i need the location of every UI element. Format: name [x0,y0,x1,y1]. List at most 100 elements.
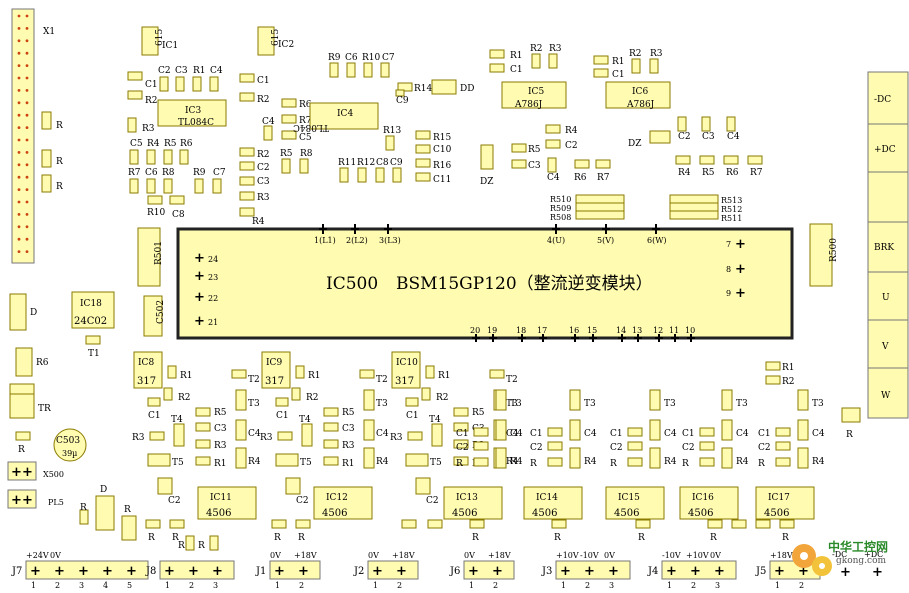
pin-dot [25,39,29,43]
connector-x1: X1 [11,8,55,264]
label-c2: C2 [168,496,181,506]
connector-pin-number: 2 [189,581,194,590]
driver-ic-part: 317 [265,376,284,387]
label-r6: T2 [506,375,518,385]
opto-ic-ref: IC13 [456,493,478,503]
label-r1: C1 [456,429,469,439]
label-c2: C2 [426,496,439,506]
pin-dot [17,237,21,241]
terminal-brk: BRK [874,243,894,253]
connector-voltage-label: +24V [26,551,49,560]
label-r6: R6 [574,173,587,183]
label-r1: C1 [682,429,695,439]
side-terminal-block: -DC +DC BRK U V W [867,71,909,419]
ic500-top-pin: 6(W) [647,236,667,245]
plus-icon: + [30,564,41,579]
label-r: R [56,157,63,167]
label-r2: R2 [257,95,270,105]
label-r4: R4 [147,139,160,149]
label-r2: C2 [610,443,623,453]
pin-dot [25,14,29,18]
ic4-area: C1 R2 C4 R2 C2 C3 R3 R4 R6 R7 C5 R5 R8 I… [239,53,474,227]
left-bottom-misc: D IC18 24C02 T1 R6 TR R C503 39µ + + X50… [7,291,137,541]
plus-icon: + [372,564,383,579]
plus-icon: + [714,564,725,579]
pin-dot [25,138,29,142]
label-c1: C1 [145,80,158,90]
ic500-top-pin: 2(L2) [346,236,368,245]
driver-ic-ref: IC9 [266,358,282,368]
label-r14: R14 [414,84,433,94]
label-c3: C3 [257,177,270,187]
label-c1: C1 [276,411,289,421]
label-r2: C2 [758,443,771,453]
plus-icon: + [22,493,33,508]
label-c8: C8 [376,158,389,168]
label-t2: C4 [664,429,677,439]
connector-pin-number: 4 [103,581,108,590]
ic18-ref: IC18 [80,299,102,309]
connector-voltage-label: 0V [368,551,379,560]
label-r500: R500 [829,238,839,262]
label-r1: C1 [530,429,543,439]
ic500-bottom-pin: 20 [470,326,480,335]
ic6-ref: IC6 [632,87,648,97]
pin-dot [25,188,29,192]
label-r: R [274,533,281,543]
plus-icon: + [492,564,503,579]
label-r5: R3 [342,441,355,451]
pin-dot [17,250,21,254]
r500: R500 [809,223,839,287]
plus-icon: + [396,564,407,579]
pin-dot [17,163,21,167]
pin-dot [17,188,21,192]
label-r5: R5 [702,168,715,178]
label-r1: C1 [610,429,623,439]
label-r1: C1 [758,429,771,439]
label-c1: C1 [510,65,523,75]
pin-dot [17,64,21,67]
label-c4: C4 [262,117,275,127]
label-t5: T5 [172,458,184,468]
label-r13: R13 [383,126,402,136]
label-r4: R4 [252,217,265,227]
plus-icon: + [11,493,22,508]
watermark-text: 中华工控网 [828,539,888,554]
label-r10: R10 [147,208,166,218]
label-t2: C4 [812,429,825,439]
plus-icon: + [735,286,746,301]
label-t3: R4 [376,457,389,467]
label-r11: R11 [338,158,356,168]
label-r: R6 [36,358,49,368]
label-r15: R15 [433,133,452,143]
plus-icon: + [274,564,285,579]
label-c1: R [530,459,537,469]
label-c3: R1 [214,459,227,469]
label-x500: X500 [43,470,64,479]
label-c1: C1 [257,76,270,86]
driver-ic-part: 317 [395,376,414,387]
label-t3: R4 [584,457,597,467]
label-c5: C5 [130,139,143,149]
plus-icon: + [78,564,89,579]
label-r: R2 [782,377,795,387]
label-t3: R4 [664,457,677,467]
label-r1: R1 [612,57,625,67]
connector-pin-number: 3 [213,581,218,590]
plus-icon: + [690,564,701,579]
ic500-top-pin: 1(L1) [314,236,336,245]
watermark-url: gkong.com [836,556,887,566]
pin-dot [25,237,29,241]
label-t3: R4 [248,457,261,467]
label-t1: T3 [510,399,522,409]
pin-dot [17,113,21,117]
label-r: R [638,533,645,543]
connector-pin-number: 2 [799,581,804,590]
plus-icon: + [126,564,137,579]
pin-dot [25,250,29,254]
ic500-bottom-pin: 11 [669,326,679,335]
